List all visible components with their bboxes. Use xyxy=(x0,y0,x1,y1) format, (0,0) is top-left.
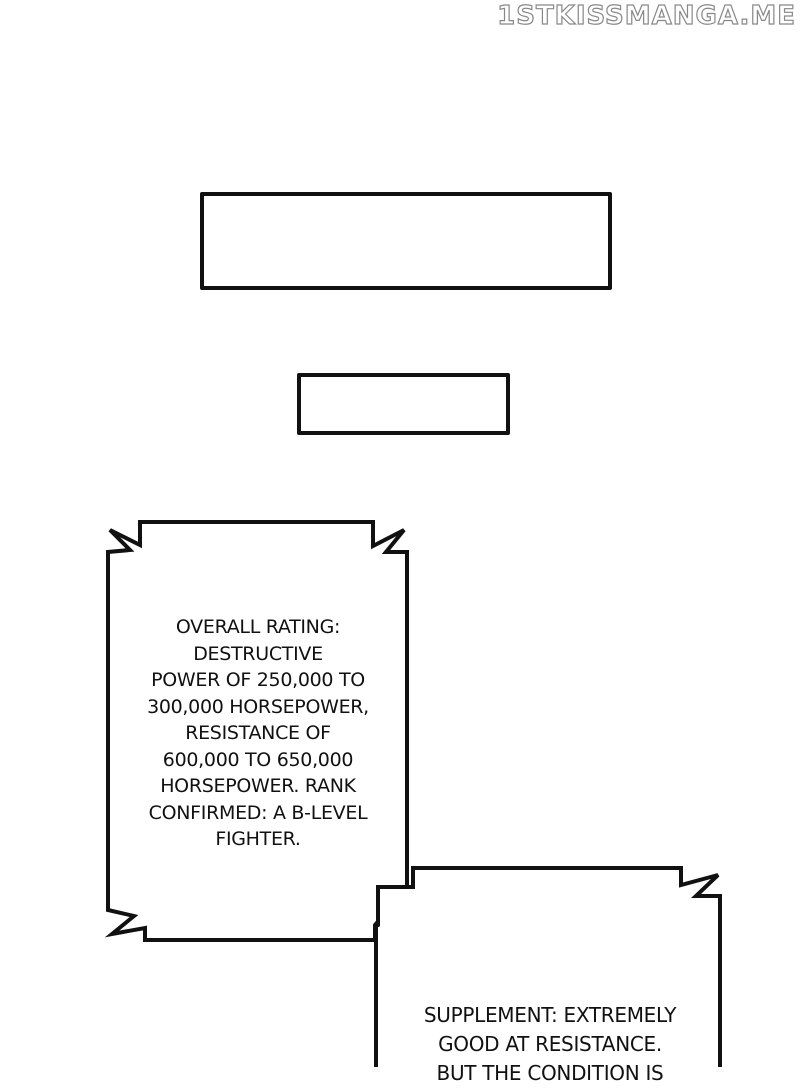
caption-line: CONFIRMED: A B-LEVEL xyxy=(148,801,368,824)
narration-text-2: SUPPLEMENT: EXTREMELY GOOD AT RESISTANCE… xyxy=(380,1001,720,1088)
caption-line: POWER OF 250,000 TO xyxy=(151,669,365,691)
caption-line: OVERALL RATING: xyxy=(175,616,341,638)
narration-box-2-frame xyxy=(374,866,722,1067)
caption-line: SUPPLEMENT: EXTREMELY xyxy=(423,1003,677,1027)
caption-line: 300,000 HORSEPOWER, xyxy=(147,695,369,718)
narration-box-1-frame xyxy=(104,520,409,942)
caption-line: RESISTANCE OF xyxy=(185,722,331,744)
caption-line: HORSEPOWER. RANK xyxy=(160,775,356,797)
empty-caption-box-small xyxy=(297,373,510,435)
caption-line: DESTRUCTIVE xyxy=(193,642,323,665)
caption-line: BUT THE CONDITION IS xyxy=(436,1061,664,1085)
watermark: 1STKISSMANGA.ME xyxy=(497,0,796,31)
caption-line: FIGHTER. xyxy=(215,828,301,850)
narration-text-1: OVERALL RATING: DESTRUCTIVE POWER OF 250… xyxy=(110,614,406,853)
caption-line: GOOD AT RESISTANCE. xyxy=(438,1032,662,1056)
empty-caption-box-large xyxy=(200,192,612,290)
caption-line: 600,000 TO 650,000 xyxy=(162,748,354,771)
